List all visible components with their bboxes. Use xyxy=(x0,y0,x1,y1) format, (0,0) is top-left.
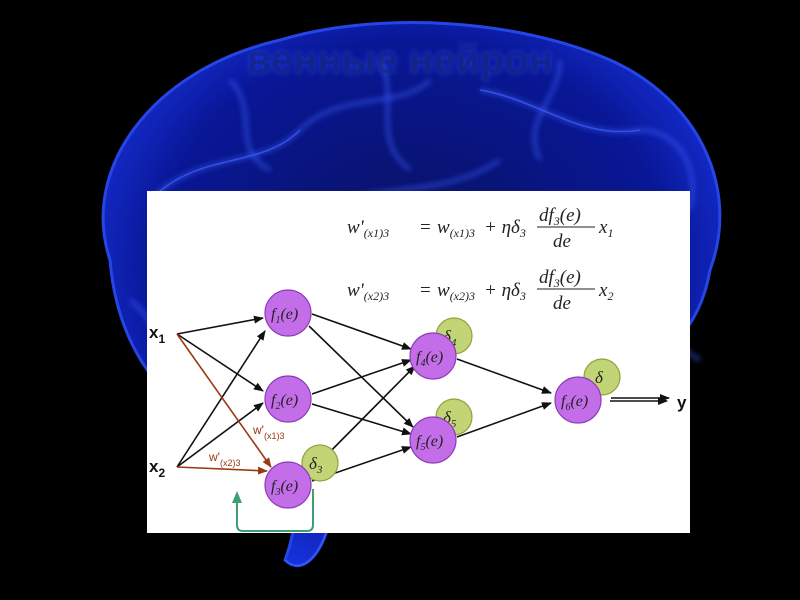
input-label-x1: x1 xyxy=(149,323,165,346)
svg-text:δ3: δ3 xyxy=(309,454,323,476)
neuron-f1: f1(e) xyxy=(264,289,312,337)
updated-weight-edges xyxy=(176,333,272,475)
formula-2-x: x xyxy=(598,280,608,301)
formula-2-frac-num: df xyxy=(539,267,557,288)
update-formula-2: w'(x2)3 = w(x2)3 + ηδ3 df3(e) de x2 xyxy=(347,267,613,314)
hidden-edges xyxy=(308,313,670,482)
formula-2-lhs-sub: (x2)3 xyxy=(364,289,389,303)
formula-2-eta-delta: + ηδ xyxy=(484,280,521,301)
svg-text:df3(e): df3(e) xyxy=(539,267,581,290)
svg-text:w(x2)3: w(x2)3 xyxy=(437,280,475,303)
svg-text:f5(e): f5(e) xyxy=(416,433,443,453)
svg-text:f3(e): f3(e) xyxy=(271,478,298,498)
input-edges xyxy=(176,315,266,468)
svg-text:=: = xyxy=(420,280,431,301)
output-label-y: y xyxy=(677,393,687,412)
svg-text:+ ηδ3: + ηδ3 xyxy=(484,280,526,303)
slide-title: венные нейрон xyxy=(246,38,554,82)
svg-text:f4(e): f4(e) xyxy=(416,349,443,369)
svg-text:w'(x2)3: w'(x2)3 xyxy=(347,280,389,303)
svg-text:f2(e): f2(e) xyxy=(271,392,298,412)
neuron-f4: f4(e) xyxy=(409,332,457,380)
svg-text:f1(e): f1(e) xyxy=(271,306,298,326)
formula-1-w: w xyxy=(437,217,450,238)
formula-1-lhs: w' xyxy=(347,217,365,238)
formula-1-delta-sub: 3 xyxy=(519,226,526,240)
formula-1-frac-num: df xyxy=(539,205,557,226)
svg-text:δ4: δ4 xyxy=(443,327,457,349)
formula-2-w: w xyxy=(437,280,450,301)
formula-2-frac-den: de xyxy=(553,293,571,314)
neuron-f3: f3(e) xyxy=(264,461,312,509)
svg-text:x2: x2 xyxy=(598,280,613,303)
input-label-x2: x2 xyxy=(149,457,165,480)
formula-2-delta-sub: 3 xyxy=(519,289,526,303)
neuron-f5: f5(e) xyxy=(409,416,457,464)
formula-1-frac-den: de xyxy=(553,231,571,252)
svg-text:δ: δ xyxy=(595,368,604,387)
svg-text:df3(e): df3(e) xyxy=(539,205,581,228)
formula-2-lhs: w' xyxy=(347,280,365,301)
formula-2-w-sub: (x2)3 xyxy=(450,289,475,303)
svg-text:δ5: δ5 xyxy=(443,408,457,430)
delta-3: δ3 xyxy=(301,444,339,482)
svg-text:f6(e): f6(e) xyxy=(561,393,588,413)
update-formula-1: w'(x1)3 = w(x1)3 + ηδ3 df3(e) de x1 xyxy=(347,205,613,252)
formula-1-x: x xyxy=(598,217,608,238)
weight-label-x2-3: w'(x2)3 xyxy=(208,450,240,468)
diagram-panel: w'(x1)3 = w(x1)3 + ηδ3 df3(e) de x1 w'(x… xyxy=(147,191,690,533)
neural-network-diagram: w'(x1)3 = w(x1)3 + ηδ3 df3(e) de x1 w'(x… xyxy=(149,205,687,532)
svg-text:w'(x1)3: w'(x1)3 xyxy=(347,217,389,240)
formula-1-lhs-sub: (x1)3 xyxy=(364,226,389,240)
svg-text:w(x1)3: w(x1)3 xyxy=(437,217,475,240)
neuron-f2: f2(e) xyxy=(264,375,312,423)
error-feedback-arrow xyxy=(232,489,314,532)
svg-text:x1: x1 xyxy=(598,217,613,240)
neuron-f6: f6(e) xyxy=(554,376,602,424)
svg-text:=: = xyxy=(420,217,431,238)
formula-1-w-sub: (x1)3 xyxy=(450,226,475,240)
svg-text:+ ηδ3: + ηδ3 xyxy=(484,217,526,240)
formula-1-eta-delta: + ηδ xyxy=(484,217,521,238)
weight-label-x1-3: w'(x1)3 xyxy=(252,423,284,441)
